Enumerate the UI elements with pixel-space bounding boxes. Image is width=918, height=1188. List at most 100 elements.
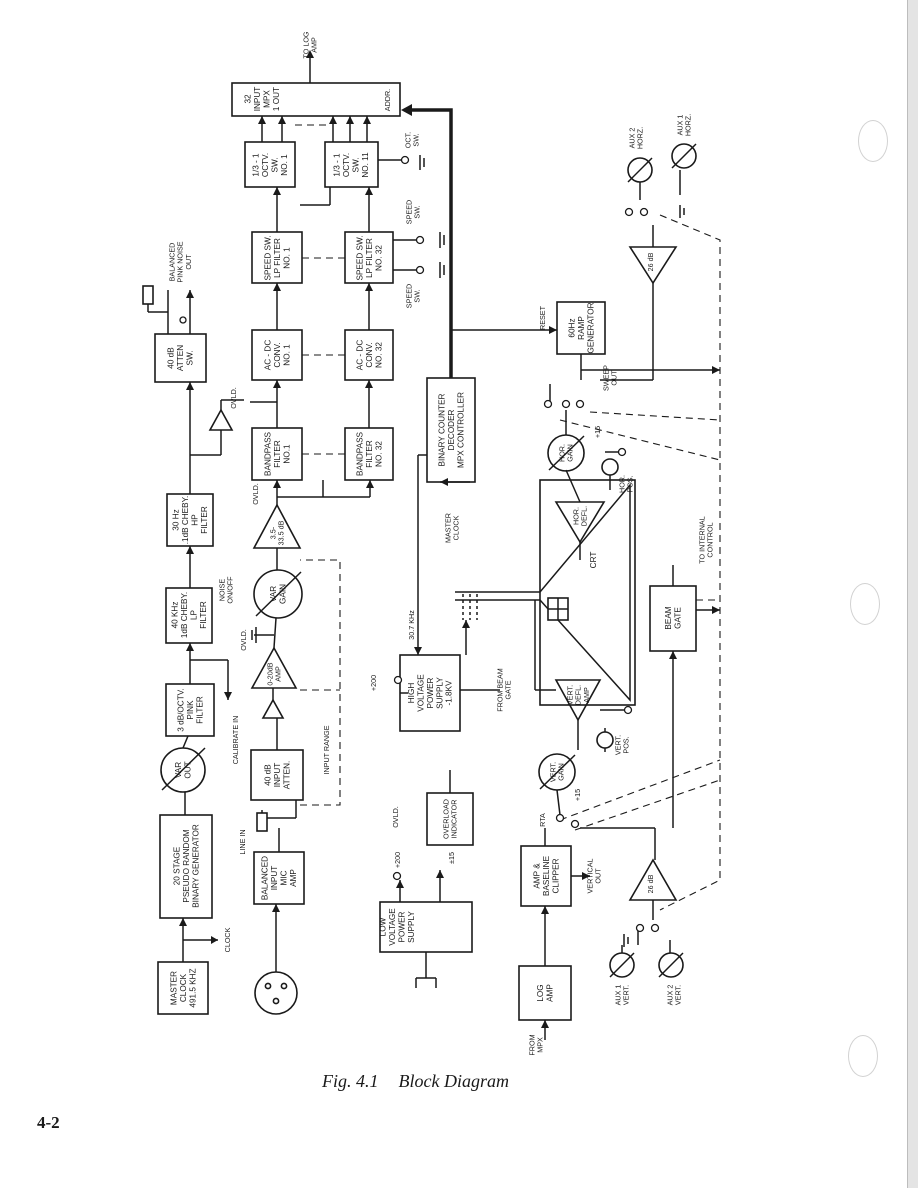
plus15-label-hor: +15 — [593, 426, 602, 438]
reset-label: RESET — [538, 305, 547, 330]
amp-26db-top: 26 dB — [628, 246, 678, 285]
label-line: ATTEN — [176, 345, 185, 371]
label-line: CONV. — [365, 342, 374, 367]
label-line: LP FILTER — [273, 238, 282, 278]
label-line: SUPPLY — [435, 677, 444, 709]
label-line: SUPPLY — [407, 911, 416, 943]
bandpass-filter-32-label: BANDPASSFILTERNO. 32 — [355, 431, 383, 476]
label-line: INPUT — [273, 763, 282, 788]
label-line: CLOCK — [452, 515, 461, 540]
label-line: AMP — [310, 37, 319, 53]
label-line: 491.5 KHZ — [188, 968, 197, 1007]
label-line: GENERATOR — [586, 302, 595, 353]
label-line: VAR — [174, 762, 183, 778]
label-line: VERTICAL — [585, 858, 594, 893]
label-line: OVERLOAD — [441, 799, 450, 839]
bandpass-filter-32-block: BANDPASSFILTERNO. 32 — [344, 427, 394, 481]
label-line: NO.1 — [282, 444, 291, 464]
label-line: GATE — [504, 680, 513, 699]
label-line: ATTEN. — [282, 761, 291, 790]
from-mpx-label: FROMMPX — [527, 1034, 544, 1055]
balanced-input-amp-label: BALANCEDINPUTMICAMP — [261, 856, 298, 900]
ovld-detector-top — [208, 408, 234, 431]
label-line: LP FILTER — [365, 238, 374, 278]
label-line: MASTER — [169, 971, 178, 1005]
input-range-label: INPUT RANGE — [322, 725, 331, 774]
page-number: 4-2 — [37, 1113, 60, 1132]
label-line: AMP — [289, 869, 298, 887]
label-line: AC - DC — [263, 340, 272, 371]
label-line: 1/3 - 1 — [333, 153, 342, 177]
low-voltage-supply-label: LOWVOLTAGEPOWERSUPPLY — [379, 908, 416, 946]
label-line: DEFL. — [574, 685, 583, 705]
label-line: DEFL. — [580, 506, 589, 526]
label-line: SPEED — [404, 200, 413, 224]
label-line: 3 dB/OCTV. — [176, 688, 185, 731]
octave-switch-11-block: 1/3 - 1OCTV.SW.NO. 11 — [324, 141, 379, 188]
vert-gain-knob: VERT.GAIN — [538, 753, 576, 791]
ovld-label-overload: OVLD. — [391, 806, 400, 828]
label-line: BINARY COUNTER — [437, 393, 446, 466]
label-line: FROM — [527, 1034, 536, 1055]
atten-40db-switch-block: 40 dBATTENSW. — [154, 333, 207, 383]
crt-label: CRT — [589, 552, 598, 569]
label-line: OCTV. — [342, 153, 351, 177]
figure-title: Block Diagram — [398, 1071, 509, 1091]
amp-0-20db: 0-20dBAMP — [250, 646, 298, 689]
page-edge — [907, 0, 918, 1188]
label-line: NO. 32 — [374, 342, 383, 368]
label-line: MPX CONTROLLER — [456, 392, 465, 468]
speed-sw-label-top: SPEEDSW. — [404, 200, 421, 224]
from-beam-gate-label: FROM BEAMGATE — [495, 668, 512, 712]
label-line: LOW — [379, 917, 388, 936]
label-line: BANDPASS — [263, 431, 272, 476]
ramp-generator-block: 60HzRAMPGENERATOR — [556, 301, 606, 355]
label-line: 40 dB — [263, 764, 272, 786]
hor-gain-label: HOR.GAIN — [557, 444, 574, 462]
plus200-label-hv: +200 — [369, 675, 378, 691]
label-line: SWEEP — [601, 365, 610, 391]
label-line: VERT. — [622, 985, 631, 1005]
label-line: BALANCED — [167, 243, 176, 282]
label-line: FILTER — [365, 440, 374, 468]
label-line: BINARY GENERATOR — [191, 824, 200, 908]
label-line: PSEUDO RANDOM — [182, 829, 191, 902]
label-line: SW. — [271, 157, 280, 172]
speed-sw-label-bottom: SPEEDSW. — [404, 284, 421, 308]
label-line: AUX 1 — [675, 115, 684, 136]
beam-gate-label: BEAMGATE — [664, 606, 682, 629]
label-line: HOR. — [571, 507, 580, 525]
label-line: BASELINE — [542, 855, 551, 896]
label-line: OUT — [610, 370, 619, 386]
label-line: HOR. — [557, 444, 566, 462]
calibrate-in-label: CALIBRATE IN — [231, 716, 240, 765]
label-line: ON/OFF — [226, 576, 235, 604]
amp-baseline-clipper-label: AMP &BASELINECLIPPER — [532, 855, 560, 896]
pink-filter-label: 3 dB/OCTV.PINKFILTER — [176, 688, 204, 731]
binary-counter-label: BINARY COUNTERDECODERMPX CONTROLLER — [437, 392, 465, 468]
overload-indicator-block: OVERLOADINDICATOR — [426, 792, 474, 846]
arrowheads — [179, 50, 720, 1028]
label-line: AMP — [274, 666, 283, 682]
label-line: NO. 11 — [361, 152, 370, 178]
signal-wires — [142, 52, 720, 1040]
label-line: TO LOG — [301, 31, 310, 58]
label-line: POS. — [626, 475, 635, 492]
label-line: INPUT — [270, 866, 279, 891]
high-voltage-supply-block: HIGHVOLTAGEPOWERSUPPLY-1.8KV — [399, 654, 461, 732]
label-line: GAIN — [557, 763, 566, 781]
label-line: MPX — [263, 90, 272, 108]
label-line: MPX — [536, 1037, 545, 1053]
label-line: CONTROL — [706, 522, 715, 557]
amp-26db-top-label: 26 dB — [646, 252, 655, 271]
label-line: VERT. — [548, 762, 557, 782]
lp-filter-1-label: SPEED SW.LP FILTERNO. 1 — [263, 235, 291, 280]
label-line: NO. 32 — [374, 441, 383, 467]
lp-filter-1-block: SPEED SW.LP FILTERNO. 1 — [251, 231, 303, 284]
label-line: LP — [190, 609, 199, 620]
label-line: INPUT — [253, 87, 262, 112]
label-line: 20 STAGE — [172, 846, 181, 885]
label-line: SPEED SW. — [263, 235, 272, 280]
